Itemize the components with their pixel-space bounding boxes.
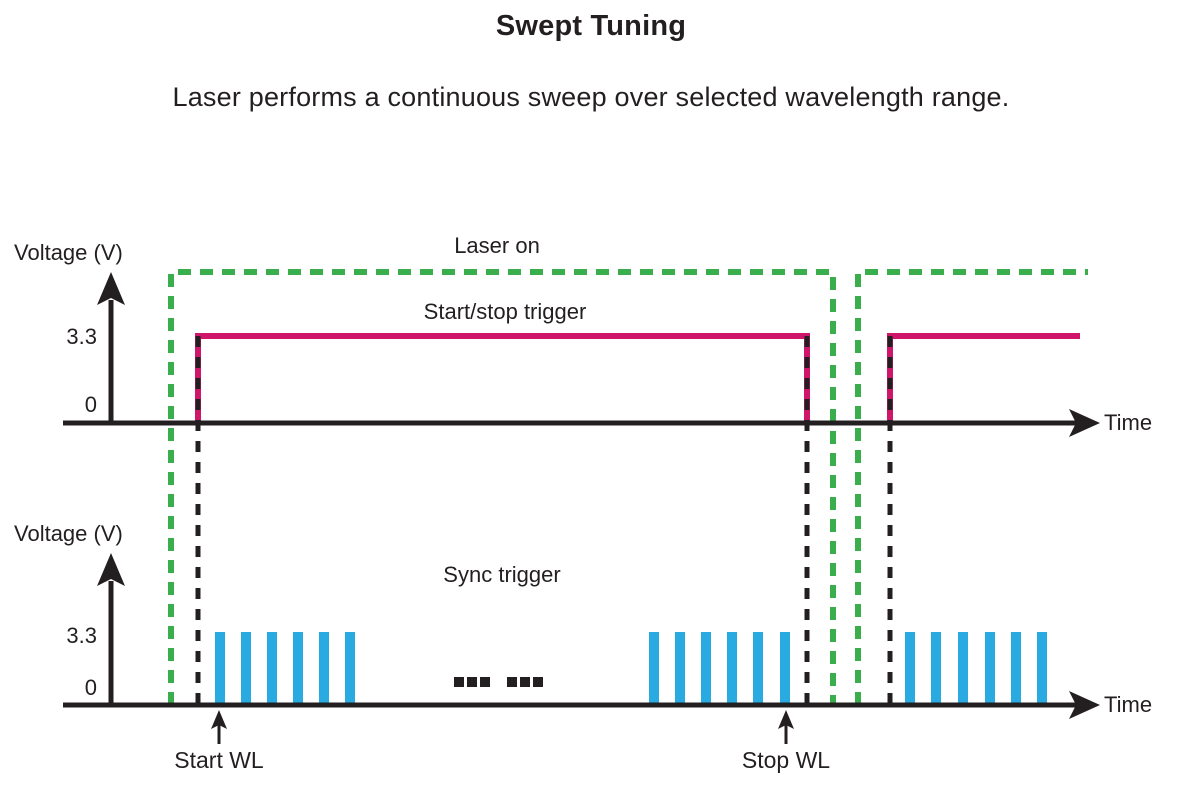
wl-annotation-arrow-head-1 xyxy=(211,710,227,729)
ellipsis-dot xyxy=(507,677,517,687)
ellipsis-dot xyxy=(480,677,490,687)
laser-on-label: Laser on xyxy=(454,233,540,258)
ellipsis-dot xyxy=(454,677,464,687)
bottom-tick-3-3: 3.3 xyxy=(66,623,97,648)
top-time-axis-label: Time xyxy=(1104,410,1153,435)
start-stop-trigger-waveform-1 xyxy=(195,333,810,423)
sync-trigger-pulse xyxy=(780,632,790,703)
sync-trigger-pulse xyxy=(1011,632,1021,703)
top-tick-0: 0 xyxy=(84,392,97,417)
laser-on-gate-outline-2 xyxy=(855,269,1088,705)
top-time-axis-arrowhead xyxy=(1069,409,1100,437)
sync-trigger-pulse xyxy=(267,632,277,703)
page-subtitle: Laser performs a continuous sweep over s… xyxy=(172,82,1010,112)
sync-trigger-label: Sync trigger xyxy=(443,562,561,587)
sync-trigger-pulse xyxy=(649,632,659,703)
sync-trigger-pulse xyxy=(319,632,329,703)
bottom-voltage-axis-label: Voltage (V) xyxy=(14,521,123,546)
sync-trigger-pulse xyxy=(727,632,737,703)
start-stop-trigger-label: Start/stop trigger xyxy=(423,299,587,324)
sync-trigger-pulse xyxy=(958,632,968,703)
ellipsis-dot xyxy=(467,677,477,687)
sync-trigger-pulse xyxy=(293,632,303,703)
top-voltage-axis-label: Voltage (V) xyxy=(14,240,123,265)
sync-trigger-pulse xyxy=(985,632,995,703)
start-stop-trigger-waveform-2 xyxy=(887,333,1080,423)
sync-trigger-pulse xyxy=(701,632,711,703)
sync-trigger-pulse xyxy=(905,632,915,703)
top-tick-3-3: 3.3 xyxy=(66,324,97,349)
bottom-voltage-axis-arrowhead xyxy=(97,553,125,586)
sync-trigger-pulse xyxy=(675,632,685,703)
bottom-tick-0: 0 xyxy=(84,675,97,700)
sync-trigger-pulse xyxy=(241,632,251,703)
top-voltage-axis-arrowhead xyxy=(97,272,125,305)
wl-annotation-arrow-head-2 xyxy=(778,710,794,729)
bottom-time-axis-arrowhead xyxy=(1069,691,1100,719)
sync-trigger-pulse xyxy=(753,632,763,703)
stop-wl-label: Stop WL xyxy=(741,747,831,773)
bottom-time-axis-label: Time xyxy=(1104,692,1153,717)
sync-trigger-pulse xyxy=(345,632,355,703)
ellipsis-dot xyxy=(520,677,530,687)
page-title: Swept Tuning xyxy=(495,10,687,42)
sync-trigger-pulse xyxy=(1037,632,1047,703)
sync-trigger-pulse xyxy=(215,632,225,703)
start-wl-label: Start WL xyxy=(174,747,264,773)
sync-trigger-pulse xyxy=(931,632,941,703)
ellipsis-dot xyxy=(533,677,543,687)
